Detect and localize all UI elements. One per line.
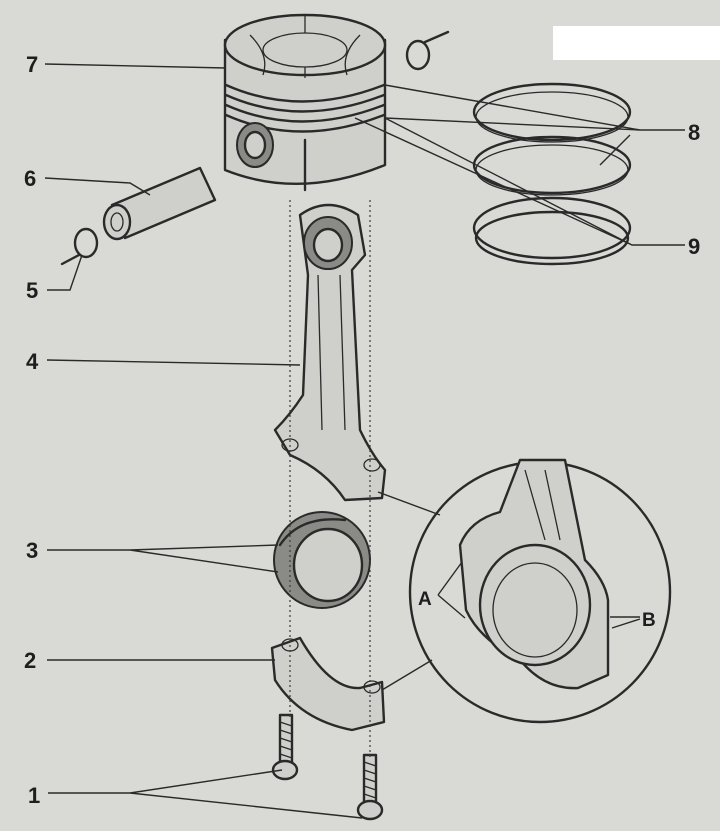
leader-lines (44, 63, 685, 819)
detail-label-b: B (642, 610, 656, 631)
callout-4: 4 (26, 349, 39, 374)
circlip-upper (405, 30, 450, 71)
oil-control-ring (472, 196, 632, 266)
callout-8: 8 (688, 120, 700, 145)
cap-bolts (271, 713, 384, 821)
callout-2: 2 (24, 648, 36, 673)
callout-7: 7 (26, 52, 38, 77)
alignment-lines (289, 200, 371, 760)
compression-rings (472, 82, 632, 196)
callout-6: 6 (24, 166, 36, 191)
gudgeon-pin (102, 166, 217, 241)
connecting-rod (273, 203, 387, 502)
detail-view (377, 458, 672, 724)
bearing-shells (273, 511, 371, 609)
callout-1: 1 (28, 783, 40, 808)
detail-label-a: A (418, 589, 432, 610)
circlip-lower (60, 227, 99, 266)
callout-5: 5 (26, 278, 38, 303)
blank-label-patch (553, 26, 720, 60)
callout-9: 9 (688, 234, 700, 259)
piston (223, 13, 387, 192)
callout-3: 3 (26, 538, 38, 563)
